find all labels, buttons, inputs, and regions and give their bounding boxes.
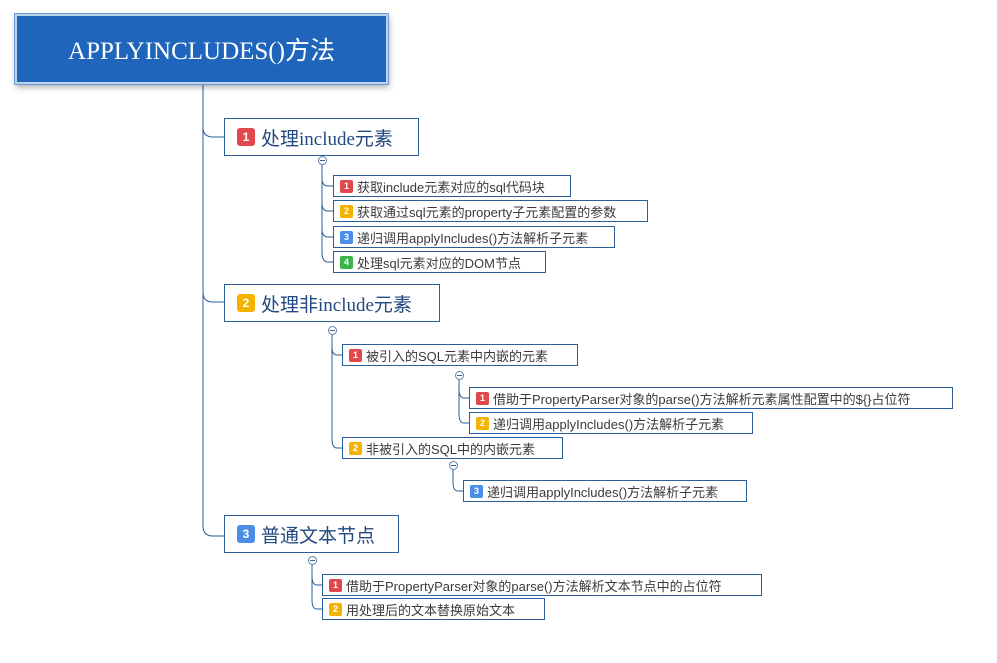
priority-1-icon: 1 [237,128,255,146]
topic-get-property-params[interactable]: 2 获取通过sql元素的property子元素配置的参数 [333,200,648,222]
priority-1-icon: 1 [329,578,342,592]
topic-embedded-in-non-included-sql[interactable]: 2 非被引入的SQL中的内嵌元素 [342,437,563,459]
priority-1-icon: 1 [476,391,489,405]
branch-non-include-element[interactable]: 2 处理非include元素 [224,284,440,322]
priority-3-icon: 3 [237,525,255,543]
topic-recursive-apply-includes[interactable]: 3 递归调用applyIncludes()方法解析子元素 [333,226,615,248]
priority-1-icon: 1 [340,179,353,193]
collapse-toggle-branch-3[interactable] [308,556,317,565]
topic-parse-attribute-placeholders[interactable]: 1 借助于PropertyParser对象的parse()方法解析元素属性配置中… [469,387,953,409]
topic-label: 递归调用applyIncludes()方法解析子元素 [487,484,719,500]
collapse-toggle-branch-2[interactable] [328,326,337,335]
topic-label: 获取include元素对应的sql代码块 [357,179,545,195]
topic-embedded-in-included-sql[interactable]: 1 被引入的SQL元素中内嵌的元素 [342,344,578,366]
priority-2-icon: 2 [340,204,353,218]
topic-label: 借助于PropertyParser对象的parse()方法解析文本节点中的占位符 [346,578,722,594]
topic-label: 获取通过sql元素的property子元素配置的参数 [357,204,617,220]
priority-2-icon: 2 [237,294,255,312]
priority-1-icon: 1 [349,348,362,362]
priority-2-icon: 2 [349,441,362,455]
topic-label: 递归调用applyIncludes()方法解析子元素 [357,230,589,246]
topic-label: 非被引入的SQL中的内嵌元素 [366,441,536,457]
priority-3-icon: 3 [340,230,353,244]
topic-process-dom-node[interactable]: 4 处理sql元素对应的DOM节点 [333,251,546,273]
topic-label: 处理sql元素对应的DOM节点 [357,255,521,271]
topic-recursive-apply-includes[interactable]: 3 递归调用applyIncludes()方法解析子元素 [463,480,747,502]
topic-label: 递归调用applyIncludes()方法解析子元素 [493,416,725,432]
topic-label: 借助于PropertyParser对象的parse()方法解析元素属性配置中的$… [493,391,911,407]
priority-3-icon: 3 [470,484,483,498]
root-title: APPLYINCLUDES()方法 [68,38,335,65]
branch-label: 处理include元素 [261,128,393,150]
topic-recursive-apply-includes[interactable]: 2 递归调用applyIncludes()方法解析子元素 [469,412,753,434]
collapse-toggle-sub-2-1[interactable] [455,371,464,380]
topic-label: 用处理后的文本替换原始文本 [346,602,516,618]
collapse-toggle-sub-2-2[interactable] [449,461,458,470]
root-topic[interactable]: APPLYINCLUDES()方法 [15,14,388,84]
priority-2-icon: 2 [476,416,489,430]
topic-label: 被引入的SQL元素中内嵌的元素 [366,348,549,364]
branch-label: 普通文本节点 [261,525,376,547]
branch-plain-text-node[interactable]: 3 普通文本节点 [224,515,399,553]
collapse-toggle-branch-1[interactable] [318,156,327,165]
priority-2-icon: 2 [329,602,342,616]
priority-4-icon: 4 [340,255,353,269]
branch-include-element[interactable]: 1 处理include元素 [224,118,419,156]
branch-label: 处理非include元素 [261,294,412,316]
topic-parse-text-placeholders[interactable]: 1 借助于PropertyParser对象的parse()方法解析文本节点中的占… [322,574,762,596]
topic-get-sql-block[interactable]: 1 获取include元素对应的sql代码块 [333,175,571,197]
topic-replace-original-text[interactable]: 2 用处理后的文本替换原始文本 [322,598,545,620]
